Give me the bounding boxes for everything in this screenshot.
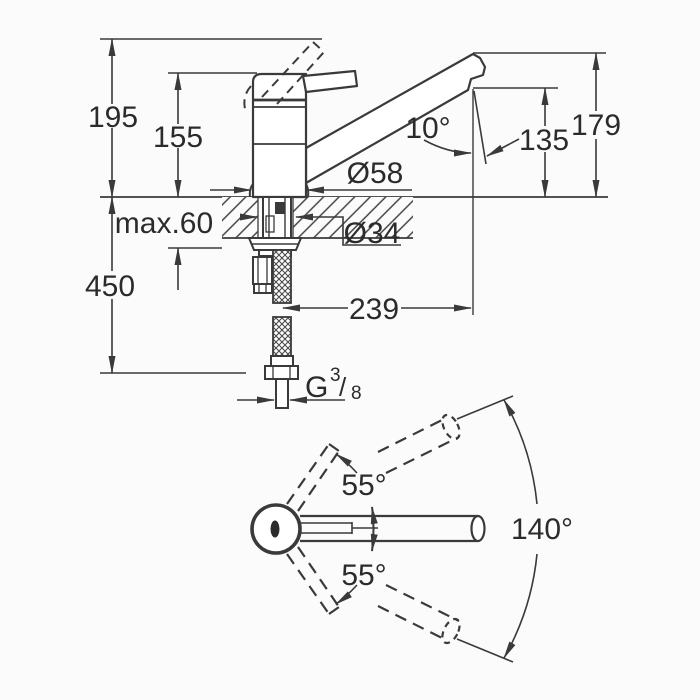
stud-lines [257, 257, 268, 284]
hose-ferrule [270, 355, 294, 367]
body-outline [251, 72, 308, 199]
label-hole-diameter: Ø34 [344, 217, 401, 250]
angle-55-upper-arrow [335, 453, 358, 474]
stream-line [473, 90, 487, 165]
label-swivel-upper: 55° [341, 469, 386, 502]
swivel-position-lower-55 [286, 546, 340, 615]
angle-10-leader-right [486, 138, 520, 157]
coupling-nut [264, 365, 299, 380]
label-swivel-lower: 55° [341, 559, 386, 592]
label-base-diameter: Ø58 [347, 157, 404, 190]
side-view-labels: 195 155 450 max.60 Ø58 Ø34 239 135 179 1… [85, 101, 621, 404]
nut-facets [258, 284, 267, 293]
thread-slash: / [339, 372, 347, 402]
label-body-height: 155 [153, 121, 203, 154]
arc-arm-lower [456, 638, 514, 663]
thread-numerator: 3 [330, 365, 341, 386]
supply-hose-upper [272, 249, 292, 304]
shank-detail-dark [275, 202, 285, 214]
label-swivel-range: 140° [511, 513, 573, 546]
mounting-stud [252, 256, 273, 285]
counter-hole-edges [257, 197, 294, 238]
body-ring-lines [253, 106, 306, 145]
label-outlet-height: 135 [519, 124, 569, 157]
dim-d34-leader [295, 213, 401, 246]
label-total-height: 195 [88, 101, 138, 134]
label-thread-size: G 3 / 8 [305, 365, 362, 404]
label-spout-reach: 239 [349, 293, 399, 326]
spout-top-view [300, 514, 486, 543]
arc-arm-upper [456, 395, 514, 420]
countertop-section [222, 197, 413, 239]
swivel-extreme-lower [377, 584, 461, 645]
spout-inner-tube [300, 522, 353, 534]
angle-55-lower-arrow [335, 584, 358, 605]
lever-swing-arc [243, 85, 252, 114]
under-counter-assembly [247, 196, 303, 409]
arc-upper-segment [503, 399, 538, 505]
dimension-lines [108, 38, 600, 404]
spout-outline [304, 52, 487, 185]
label-outlet-angle: 10° [405, 112, 450, 145]
swivel-pivot-indicator [370, 506, 378, 552]
lever-raised-dashed [243, 41, 325, 114]
spout-end-cap [470, 514, 486, 543]
faucet-side-view [243, 41, 487, 315]
thread-denominator: 8 [351, 383, 362, 404]
thread-prefix: G [305, 371, 328, 404]
shank-detail-small [265, 215, 275, 233]
angle-10-leader-left [423, 139, 472, 157]
base-center-mark [270, 520, 280, 538]
label-spout-top-height: 179 [571, 109, 621, 142]
plan-view-labels: 55° 55° 140° [341, 469, 573, 592]
coupling-facets [272, 366, 291, 379]
connection-tube [275, 378, 289, 409]
supply-hose-lower [272, 316, 292, 357]
swivel-position-upper-55 [286, 443, 340, 512]
label-max-counter-thickness: max.60 [115, 207, 213, 240]
arc-lower-segment [503, 553, 538, 659]
lever-handle [301, 69, 359, 94]
plan-view [250, 395, 538, 663]
swivel-extreme-upper [377, 413, 461, 474]
swivel-range-arc [456, 395, 538, 663]
mounting-nut [253, 283, 273, 294]
label-under-counter-length: 450 [85, 270, 135, 303]
